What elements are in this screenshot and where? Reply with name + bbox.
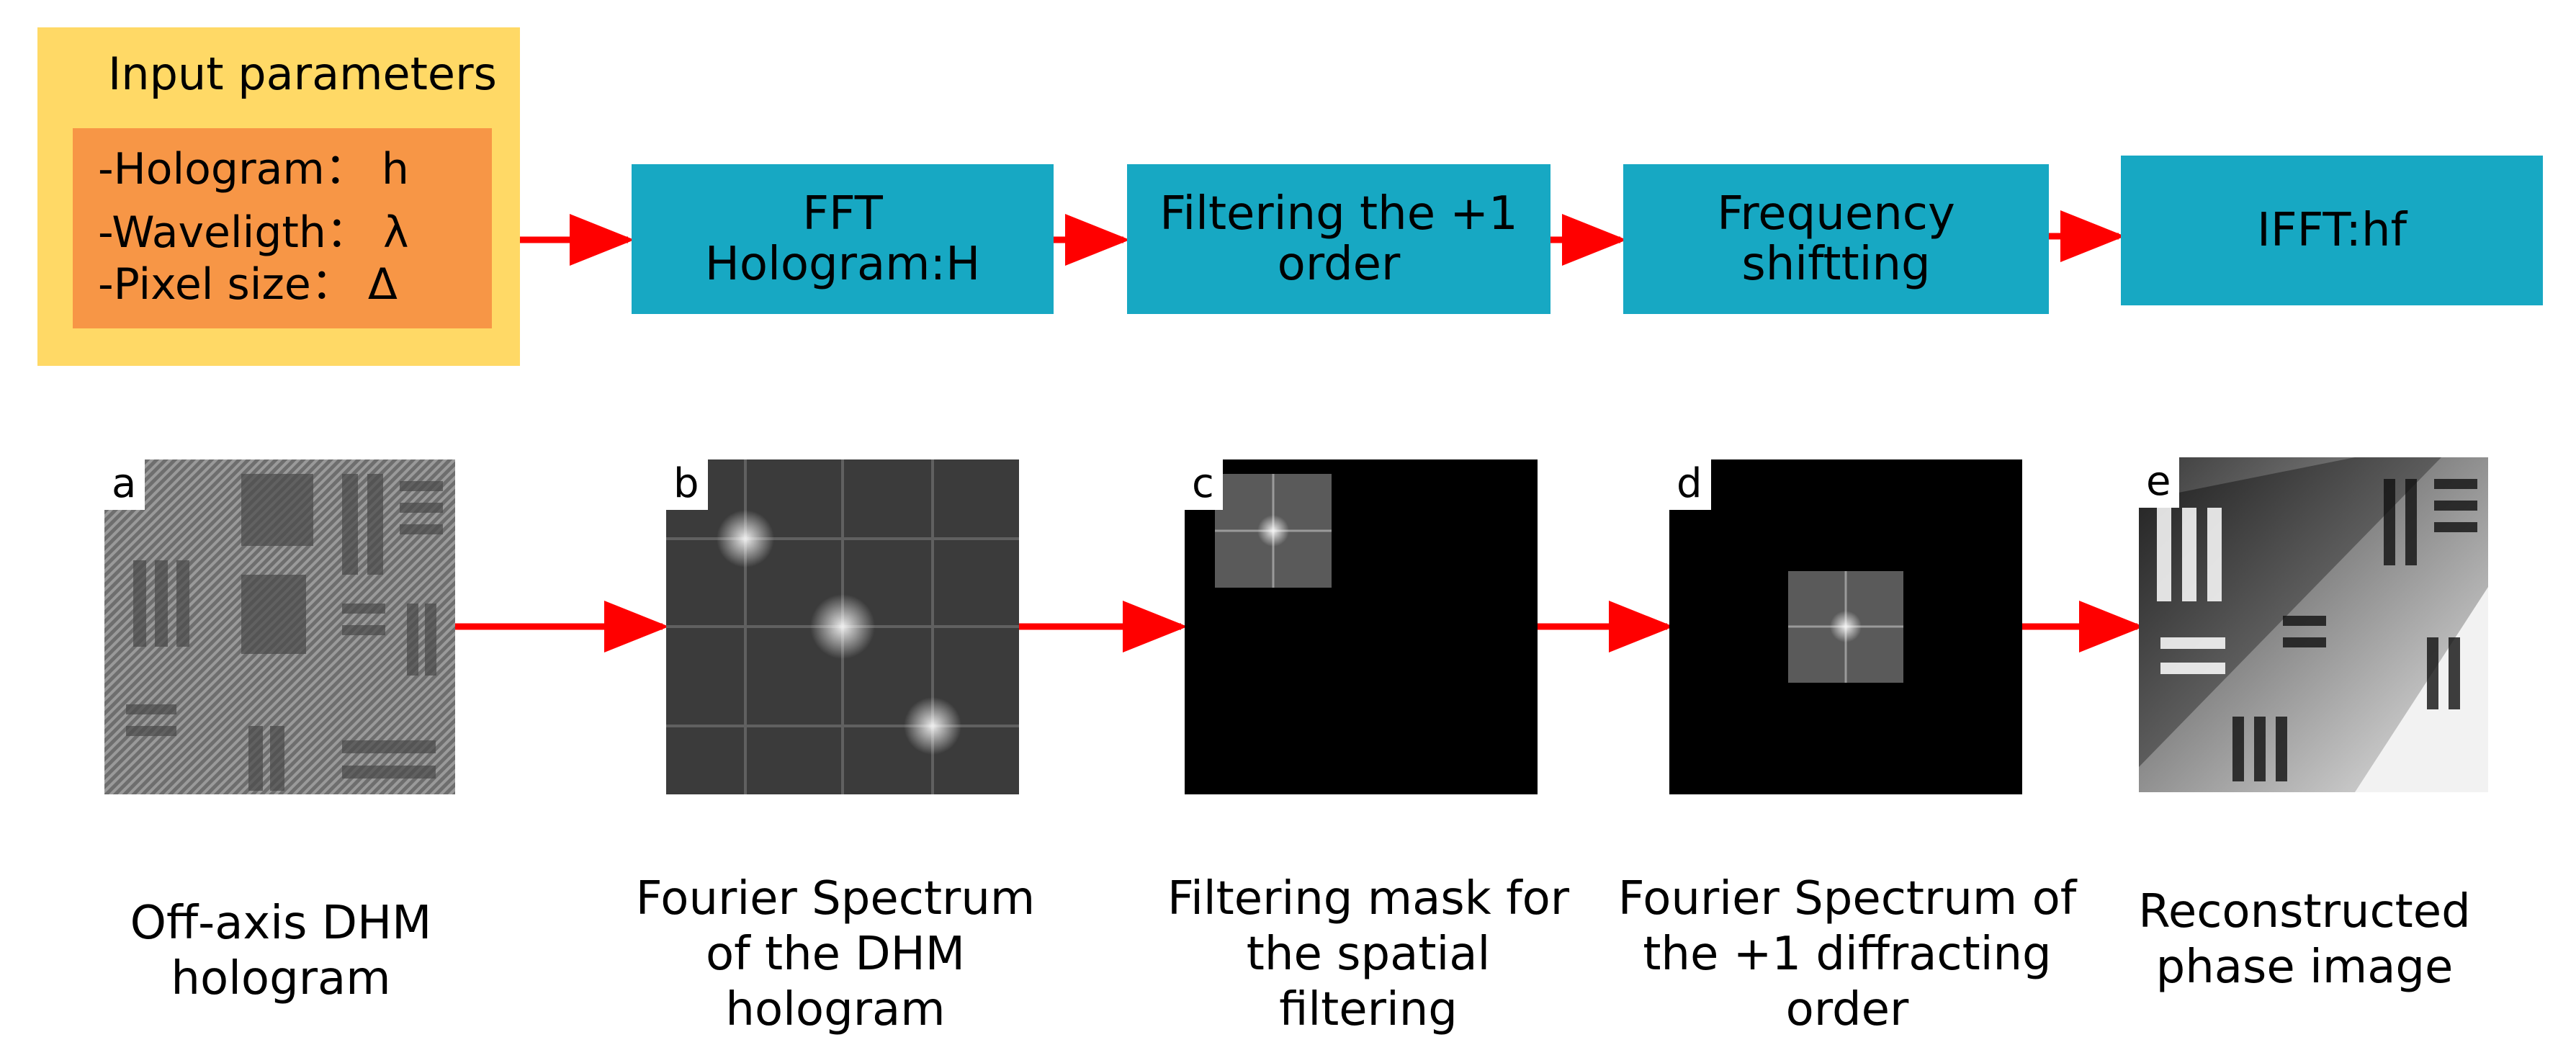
step-filter-line2: order [1277, 238, 1401, 291]
caption-c: Filtering mask for the spatial filtering [1131, 871, 1606, 1037]
panel-b-spectrum: b [666, 459, 1019, 794]
caption-e-line2: phase image [2155, 940, 2454, 994]
panel-d-shifted: d [1669, 459, 2022, 794]
caption-a-line2: hologram [171, 951, 391, 1005]
param-pixel-size: -Pixel size： Δ [98, 259, 398, 310]
param-wavelength: -Waveligth： λ [98, 207, 409, 258]
panel-d-letter: d [1669, 459, 1711, 510]
caption-e: Reconstructed phase image [2088, 884, 2521, 995]
step-shift-line1: Frequency [1717, 187, 1955, 241]
caption-b: Fourier Spectrum of the DHM hologram [605, 871, 1066, 1037]
step-shift: Frequency shiftting [1623, 164, 2049, 314]
step-fft: FFT Hologram:H [632, 164, 1054, 314]
caption-c-line3: filtering [1279, 982, 1458, 1036]
step-fft-line2: Hologram:H [704, 238, 981, 291]
panel-c-mask: c [1185, 459, 1538, 794]
spectrum-image [666, 459, 1019, 794]
panel-e-phase: e [2139, 457, 2488, 792]
caption-a: Off-axis DHM hologram [65, 896, 497, 1007]
caption-b-line3: hologram [725, 982, 946, 1036]
caption-a-line1: Off-axis DHM [130, 897, 432, 950]
caption-b-line2: of the DHM [705, 927, 966, 981]
caption-d-line2: the +1 diffracting [1643, 927, 2052, 981]
mask-window [1215, 474, 1332, 588]
step-filter-line1: Filtering the +1 [1159, 187, 1518, 241]
step-filter: Filtering the +1 order [1127, 164, 1550, 314]
step-ifft: IFFT:hf [2121, 156, 2543, 305]
panel-a-hologram: a [104, 459, 455, 794]
panel-a-letter: a [104, 459, 145, 510]
input-parameters-list [73, 128, 492, 328]
caption-e-line1: Reconstructed [2138, 885, 2471, 938]
caption-c-line2: the spatial [1246, 927, 1491, 981]
panel-e-letter: e [2139, 457, 2180, 508]
panel-b-letter: b [666, 459, 708, 510]
caption-d-line3: order [1785, 982, 1909, 1036]
phase-image [2139, 457, 2488, 792]
panel-c-letter: c [1185, 459, 1223, 510]
hologram-image [104, 459, 455, 794]
input-parameters-title: Input parameters [108, 48, 497, 100]
caption-d: Fourier Spectrum of the +1 diffracting o… [1602, 871, 2092, 1037]
shifted-order-window [1788, 571, 1903, 683]
step-shift-line2: shiftting [1741, 238, 1931, 291]
caption-d-line1: Fourier Spectrum of [1617, 872, 2077, 925]
caption-b-line1: Fourier Spectrum [635, 872, 1036, 925]
param-hologram: -Hologram： h [98, 144, 409, 194]
step-fft-line1: FFT [802, 187, 883, 241]
caption-c-line1: Filtering mask for [1167, 872, 1570, 925]
step-ifft-line1: IFFT:hf [2256, 203, 2407, 257]
